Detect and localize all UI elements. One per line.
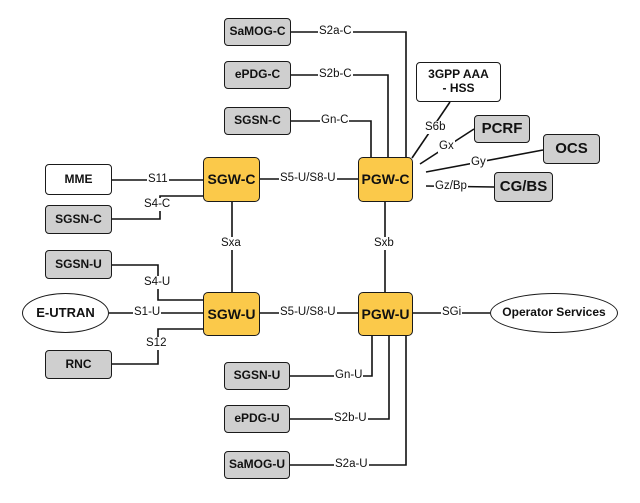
- line-gn-u: [290, 336, 373, 377]
- sgsn-u-left-node: SGSN-U: [45, 250, 112, 279]
- label-gx: Gx: [438, 140, 455, 153]
- e-utran-node: E-UTRAN: [22, 293, 109, 333]
- pgw-u-node: PGW-U: [358, 292, 413, 336]
- cg-bs-node: CG/BS: [494, 172, 553, 202]
- label-s5-s8-c: S5-U/S8-U: [279, 172, 337, 185]
- line-s2a-u: [290, 336, 407, 466]
- aaa-hss-node: 3GPP AAA - HSS: [416, 62, 501, 102]
- epdg-u-node: ePDG-U: [224, 405, 290, 433]
- rnc-node: RNC: [45, 350, 112, 379]
- sgw-c-node: SGW-C: [203, 157, 260, 202]
- samog-u-node: SaMOG-U: [224, 451, 290, 479]
- sgw-u-node: SGW-U: [203, 292, 260, 336]
- label-s6b: S6b: [424, 121, 447, 134]
- sgsn-c-left-node: SGSN-C: [45, 205, 112, 234]
- label-sgi: SGi: [441, 306, 463, 319]
- label-s4-c: S4-C: [143, 198, 172, 211]
- operator-services-node: Operator Services: [490, 293, 618, 333]
- label-sxa: Sxa: [220, 237, 242, 250]
- label-s1-u: S1-U: [133, 306, 162, 319]
- ocs-node: OCS: [543, 134, 600, 164]
- label-sxb: Sxb: [373, 237, 395, 250]
- label-gn-u: Gn-U: [334, 369, 364, 382]
- sgsn-c-top-node: SGSN-C: [224, 107, 291, 135]
- label-s4-u: S4-U: [143, 276, 172, 289]
- line-s2b-u: [290, 336, 390, 420]
- label-s2a-c: S2a-C: [318, 25, 353, 38]
- label-s12: S12: [145, 337, 168, 350]
- label-s2a-u: S2a-U: [334, 458, 369, 471]
- mme-node: MME: [45, 164, 112, 195]
- pcrf-node: PCRF: [474, 115, 530, 143]
- pgw-c-node: PGW-C: [358, 157, 413, 202]
- epdg-c-node: ePDG-C: [224, 61, 291, 89]
- sgsn-u-bottom-node: SGSN-U: [224, 362, 290, 390]
- label-s5-s8-u: S5-U/S8-U: [279, 306, 337, 319]
- line-gn-c: [291, 120, 372, 158]
- samog-c-node: SaMOG-C: [224, 18, 291, 46]
- label-gz-bp: Gz/Bp: [434, 180, 468, 193]
- label-s2b-c: S2b-C: [318, 68, 353, 81]
- label-s2b-u: S2b-U: [333, 412, 368, 425]
- label-s11: S11: [147, 173, 169, 186]
- label-gy: Gy: [470, 156, 487, 169]
- label-gn-c: Gn-C: [320, 114, 350, 127]
